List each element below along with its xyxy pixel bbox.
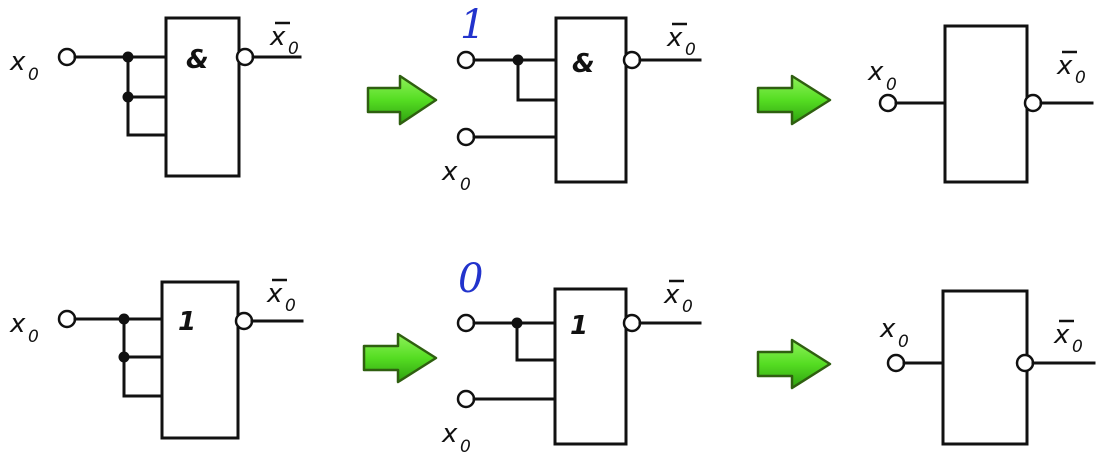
output-label-x: x [1056, 51, 1073, 81]
output-label-subscript: 0 [685, 40, 696, 60]
inverter-body [943, 24, 1029, 184]
input-pin [57, 47, 77, 67]
constant-input-value: 1 [460, 2, 485, 48]
transform-arrow-icon [362, 332, 438, 384]
output-label-subscript: 0 [1075, 68, 1086, 88]
stage2-and-gate-constant-input: 1 x 0 & x 0 [441, 2, 702, 195]
transform-arrow-icon [366, 74, 438, 126]
input-label-x: x [867, 57, 884, 87]
junction-dot [118, 313, 130, 325]
row-or-gate: x 0 1 x 0 0 x 0 1 [9, 256, 1096, 457]
output-label-subscript: 0 [682, 297, 693, 317]
junction-dot [122, 91, 134, 103]
input-label-subscript: 0 [28, 65, 39, 85]
gate-symbol: & [186, 45, 209, 75]
junction-dot [511, 317, 523, 329]
stage2-or-gate-constant-input: 0 x 0 1 x 0 [441, 256, 702, 457]
input-wires [73, 317, 164, 398]
input-label-subscript: 0 [460, 437, 471, 457]
input-label-subscript: 0 [886, 75, 897, 95]
inversion-bubble [235, 47, 255, 67]
constant-input-wires [472, 321, 557, 362]
output-label-subscript: 0 [1072, 337, 1083, 357]
gate-symbol: 1 [570, 311, 588, 341]
gate-symbol: 1 [178, 307, 196, 337]
inversion-bubble [1023, 93, 1043, 113]
or-gate-body [553, 287, 628, 446]
and-gate-body [164, 16, 241, 178]
constant-input-wires [472, 58, 558, 102]
junction-dot [122, 51, 134, 63]
inversion-bubble [622, 50, 642, 70]
inversion-bubble [1015, 353, 1035, 373]
input-label-x: x [441, 419, 458, 449]
output-label-x: x [1053, 320, 1070, 350]
input-label-x: x [879, 314, 896, 344]
input-label-x: x [9, 47, 26, 77]
stage1-and-gate-tied-inputs: x 0 & x 0 [9, 16, 302, 178]
row-and-gate: x 0 & x 0 1 x 0 & [9, 2, 1094, 195]
and-gate-body [554, 16, 628, 184]
input-label-subscript: 0 [898, 332, 909, 352]
output-label-x: x [666, 23, 683, 53]
inverter-body [941, 289, 1029, 446]
variable-input-pin [456, 127, 476, 147]
input-label-x: x [441, 157, 458, 187]
stage1-or-gate-tied-inputs: x 0 1 x 0 [9, 278, 304, 440]
gate-symbol: & [572, 49, 595, 79]
input-pin [57, 309, 77, 329]
stage3-inverter-equivalent: x 0 x 0 [879, 289, 1096, 446]
junction-dot [118, 351, 130, 363]
inversion-bubble [234, 311, 254, 331]
variable-input-pin [456, 389, 476, 409]
input-label-x: x [9, 309, 26, 339]
input-wires [73, 55, 168, 137]
stage3-inverter-equivalent: x 0 x 0 [867, 24, 1094, 184]
input-pin [878, 93, 898, 113]
or-gate-body [160, 280, 240, 440]
output-label-x: x [663, 280, 680, 310]
constant-input-value: 0 [458, 256, 483, 302]
transform-arrow-icon [756, 74, 832, 126]
input-label-subscript: 0 [460, 175, 471, 195]
input-label-subscript: 0 [28, 327, 39, 347]
constant-input-pin [456, 313, 476, 333]
output-label-x: x [269, 22, 286, 52]
input-pin [886, 353, 906, 373]
output-label-subscript: 0 [285, 296, 296, 316]
output-label-subscript: 0 [288, 39, 299, 59]
constant-input-pin [456, 50, 476, 70]
transform-arrow-icon [756, 338, 832, 390]
output-label-x: x [266, 279, 283, 309]
inversion-bubble [622, 313, 642, 333]
junction-dot [512, 54, 524, 66]
